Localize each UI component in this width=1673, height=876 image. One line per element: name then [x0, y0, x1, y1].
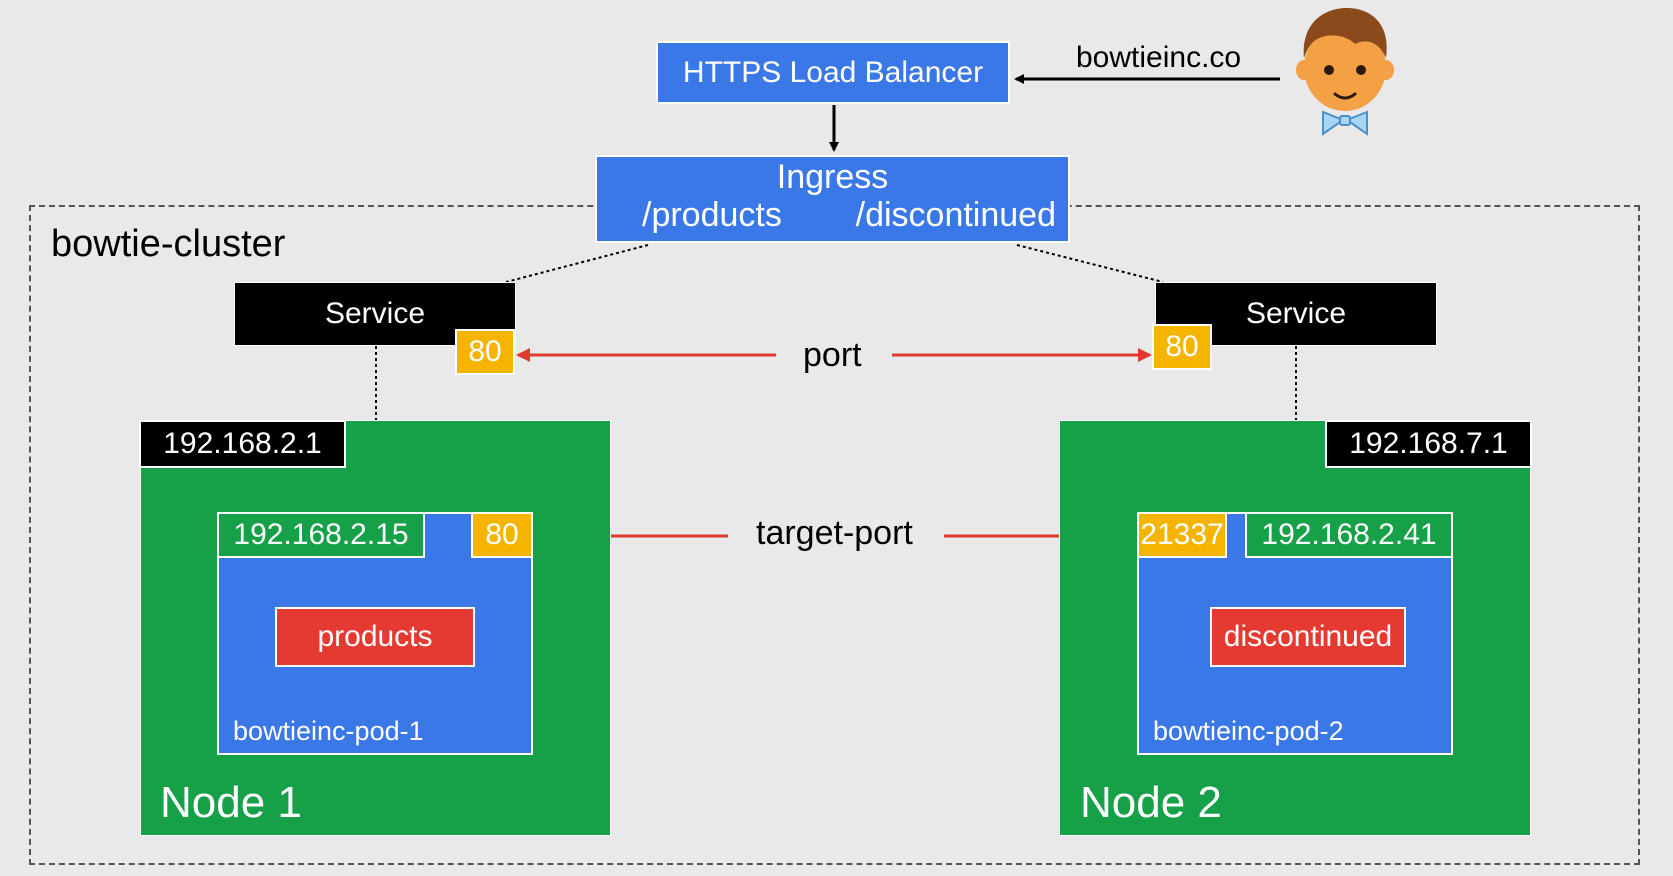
node-1-ip-text: 192.168.2.1: [163, 427, 322, 460]
service-1-label: Service: [324, 297, 426, 330]
cluster-label: bowtie-cluster: [51, 223, 286, 265]
user-avatar-icon: [1296, 8, 1394, 136]
pod-2-ip: 192.168.2.41: [1245, 512, 1453, 558]
node-2-ip: 192.168.7.1: [1325, 420, 1532, 468]
user-url: bowtieinc.co: [1076, 41, 1242, 74]
service-2-port-badge: 80: [1152, 324, 1212, 370]
pod-1-port: 80: [485, 518, 519, 551]
pod-1-ip: 192.168.2.15: [217, 512, 425, 558]
target-port-label: target-port: [756, 514, 913, 552]
ingress: Ingress /products /discontinued: [595, 155, 1070, 243]
ingress-title: Ingress: [776, 158, 889, 196]
ingress-to-service-1-line: [505, 244, 649, 283]
pod-2-port: 21337: [1140, 518, 1224, 551]
pod-1-name: bowtieinc-pod-1: [233, 716, 424, 746]
pod-2-port-badge: 21337: [1137, 512, 1227, 558]
pod-2-name: bowtieinc-pod-2: [1153, 716, 1344, 746]
node-1-label: Node 1: [160, 778, 302, 827]
service-2-label: Service: [1245, 297, 1347, 330]
app-discontinued-label: discontinued: [1223, 620, 1393, 653]
ingress-to-service-2-line: [1016, 244, 1164, 283]
app-products: products: [275, 607, 475, 667]
load-balancer-label: HTTPS Load Balancer: [682, 55, 984, 89]
service-1-port-badge: 80: [455, 329, 515, 375]
pod-1-port-badge: 80: [471, 512, 533, 558]
pod-1-ip-text: 192.168.2.15: [233, 518, 409, 551]
service-1-port: 80: [468, 335, 502, 368]
app-discontinued: discontinued: [1210, 607, 1406, 667]
service-2-port: 80: [1165, 330, 1199, 363]
port-label: port: [803, 336, 862, 374]
pod-2-ip-text: 192.168.2.41: [1261, 518, 1437, 551]
node-1-ip: 192.168.2.1: [139, 420, 346, 468]
ingress-path-products: /products: [642, 196, 782, 234]
node-2-label: Node 2: [1080, 778, 1222, 827]
app-products-label: products: [317, 620, 433, 653]
ingress-path-discontinued: /discontinued: [855, 196, 1056, 234]
node-2-ip-text: 192.168.7.1: [1349, 427, 1508, 460]
https-load-balancer: HTTPS Load Balancer: [656, 41, 1010, 104]
